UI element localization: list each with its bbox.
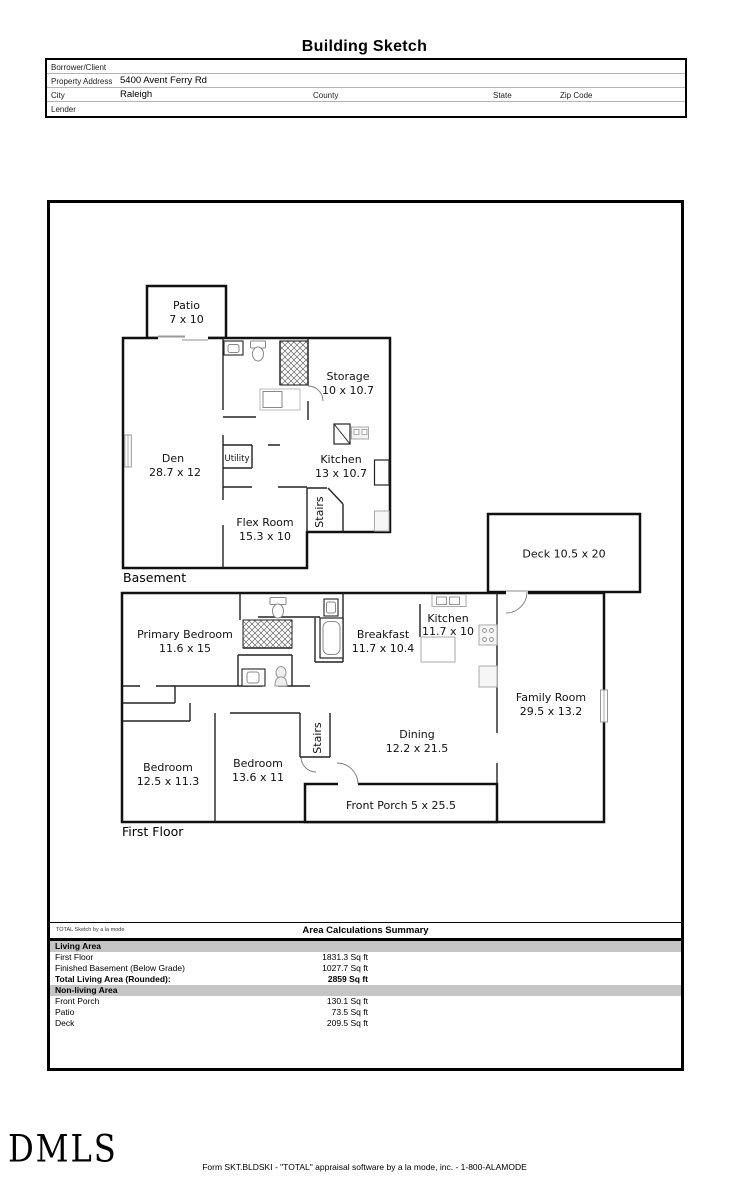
porch-outline — [303, 782, 499, 824]
family-room-window — [600, 689, 608, 723]
room-dims-patio: 7 x 10 — [169, 313, 204, 326]
room-label-den: Den — [162, 452, 184, 465]
room-dims-bkitchen: 13 x 10.7 — [315, 467, 367, 480]
storage-door-arc — [307, 385, 324, 402]
city-label: City — [51, 91, 65, 100]
basement-kitchen-fixtures — [333, 423, 390, 532]
room-label-bedroom2: Bedroom — [233, 757, 283, 770]
room-dims-breakfast: 11.7 x 10.4 — [352, 642, 415, 655]
fridge — [373, 459, 390, 486]
room-dims-den: 28.7 x 12 — [149, 466, 201, 479]
room-label-kitchen: Kitchen — [427, 612, 468, 625]
kitchen-fixtures — [420, 594, 498, 688]
summary-header: TOTAL Sketch by a la mode Area Calculati… — [50, 923, 681, 941]
form-footer-text: Form SKT.BLDSKI - "TOTAL" appraisal soft… — [202, 1162, 527, 1172]
room-label-stairs: Stairs — [311, 722, 324, 754]
summary-row: Patio 73.5 Sq ft — [50, 1007, 681, 1018]
room-label-utility: Utility — [224, 454, 249, 464]
room-label-bkitchen: Kitchen — [320, 453, 361, 466]
row-name: Finished Basement (Below Grade) — [55, 963, 185, 973]
row-name: Patio — [55, 1007, 75, 1017]
room-label-flex: Flex Room — [236, 516, 293, 529]
page-title: Building Sketch — [301, 38, 428, 55]
first-floor-label: First Floor — [122, 824, 184, 839]
summary-row: Deck 209.5 Sq ft — [50, 1018, 681, 1029]
room-label-storage: Storage — [326, 370, 369, 383]
room-label-breakfast: Breakfast — [357, 628, 410, 641]
form-row-lender: Lender — [47, 102, 685, 115]
room-label-deck: Deck 10.5 x 20 — [522, 548, 605, 561]
row-name: First Floor — [55, 952, 94, 962]
tiled-floor — [242, 619, 293, 649]
room-dims-storage: 10 x 10.7 — [322, 384, 374, 397]
room-label-bstairs: Stairs — [313, 496, 326, 528]
first-floor-interior-walls — [122, 593, 498, 822]
alamode-logo: DMLS — [8, 1128, 118, 1172]
room-label-patio: Patio — [173, 299, 200, 312]
counter — [374, 510, 390, 532]
patio-outline — [145, 284, 228, 340]
room-dims-kitchen: 11.7 x 10 — [422, 625, 474, 638]
room-label-primary: Primary Bedroom — [137, 628, 233, 641]
area-calculations-summary: TOTAL Sketch by a la mode Area Calculati… — [50, 922, 681, 1029]
floor-plan-svg: Patio 7 x 10 Storage 10 x 10.7 Den 28.7 … — [120, 284, 642, 839]
row-value: 130.1 Sq ft — [326, 996, 368, 1006]
tiled-closet — [279, 340, 309, 386]
room-label-dining: Dining — [399, 728, 435, 741]
basement-plan: Patio 7 x 10 Storage 10 x 10.7 Den 28.7 … — [121, 284, 392, 585]
primary-bath-fixtures — [242, 597, 344, 659]
living-area-header: Living Area — [50, 941, 681, 952]
row-name: Front Porch — [55, 996, 100, 1006]
property-info-form: Borrower/Client Property Address 5400 Av… — [45, 58, 687, 118]
stairs-door-arc — [300, 756, 317, 773]
row-name: Deck — [55, 1018, 75, 1028]
row-value: 73.5 Sq ft — [331, 1007, 368, 1017]
summary-title: Area Calculations Summary — [302, 925, 429, 936]
row-value: 1831.3 Sq ft — [322, 952, 368, 962]
first-floor-plan: Deck 10.5 x 20 Kitchen 11.7 x 10 Primary… — [120, 512, 642, 839]
county-label: County — [313, 91, 339, 100]
summary-row: Finished Basement (Below Grade) 1027.7 S… — [50, 963, 681, 974]
summary-row-total: Total Living Area (Rounded): 2859 Sq ft — [50, 974, 681, 985]
room-dims-bedroom1: 12.5 x 11.3 — [137, 775, 200, 788]
room-dims-primary: 11.6 x 15 — [159, 642, 211, 655]
zip-label: Zip Code — [560, 91, 593, 100]
form-row-borrower: Borrower/Client — [47, 60, 685, 74]
summary-row: First Floor 1831.3 Sq ft — [50, 952, 681, 963]
form-row-address: Property Address 5400 Avent Ferry Rd — [47, 74, 685, 88]
row-value: 2859 Sq ft — [327, 974, 368, 984]
city-value: Raleigh — [120, 89, 153, 100]
room-label-porch: Front Porch 5 x 25.5 — [346, 799, 456, 812]
borrower-label: Borrower/Client — [51, 63, 107, 72]
kitchen-island — [420, 636, 456, 663]
counter — [478, 665, 498, 688]
state-label: State — [493, 91, 512, 100]
row-value: 1027.7 Sq ft — [322, 963, 368, 973]
basement-bath-fixtures — [223, 340, 309, 411]
row-value: 209.5 Sq ft — [326, 1018, 368, 1028]
front-door-arc — [336, 762, 359, 785]
room-dims-family: 29.5 x 13.2 — [520, 705, 583, 718]
property-address-label: Property Address — [51, 77, 113, 86]
hall-bath-fixtures — [241, 666, 288, 687]
sketch-canvas: Patio 7 x 10 Storage 10 x 10.7 Den 28.7 … — [47, 200, 684, 1071]
stove — [478, 624, 498, 646]
summary-row: Front Porch 130.1 Sq ft — [50, 996, 681, 1007]
deck-door-arc — [505, 591, 528, 614]
form-row-city: City Raleigh County State Zip Code — [47, 88, 685, 102]
row-name: Total Living Area (Rounded): — [55, 974, 171, 984]
room-label-family: Family Room — [516, 691, 586, 704]
deck-outline — [486, 512, 642, 594]
room-dims-bedroom2: 13.6 x 11 — [232, 771, 284, 784]
room-dims-flex: 15.3 x 10 — [239, 530, 291, 543]
room-label-bedroom1: Bedroom — [143, 761, 193, 774]
basement-floor-label: Basement — [123, 570, 186, 585]
total-sketch-watermark: TOTAL Sketch by a la mode — [56, 927, 125, 933]
basement-window — [124, 434, 132, 468]
property-address-value: 5400 Avent Ferry Rd — [120, 75, 207, 86]
lender-label: Lender — [51, 105, 76, 114]
room-dims-dining: 12.2 x 21.5 — [386, 742, 449, 755]
nonliving-area-header: Non-living Area — [50, 985, 681, 996]
bathtub — [319, 617, 344, 659]
